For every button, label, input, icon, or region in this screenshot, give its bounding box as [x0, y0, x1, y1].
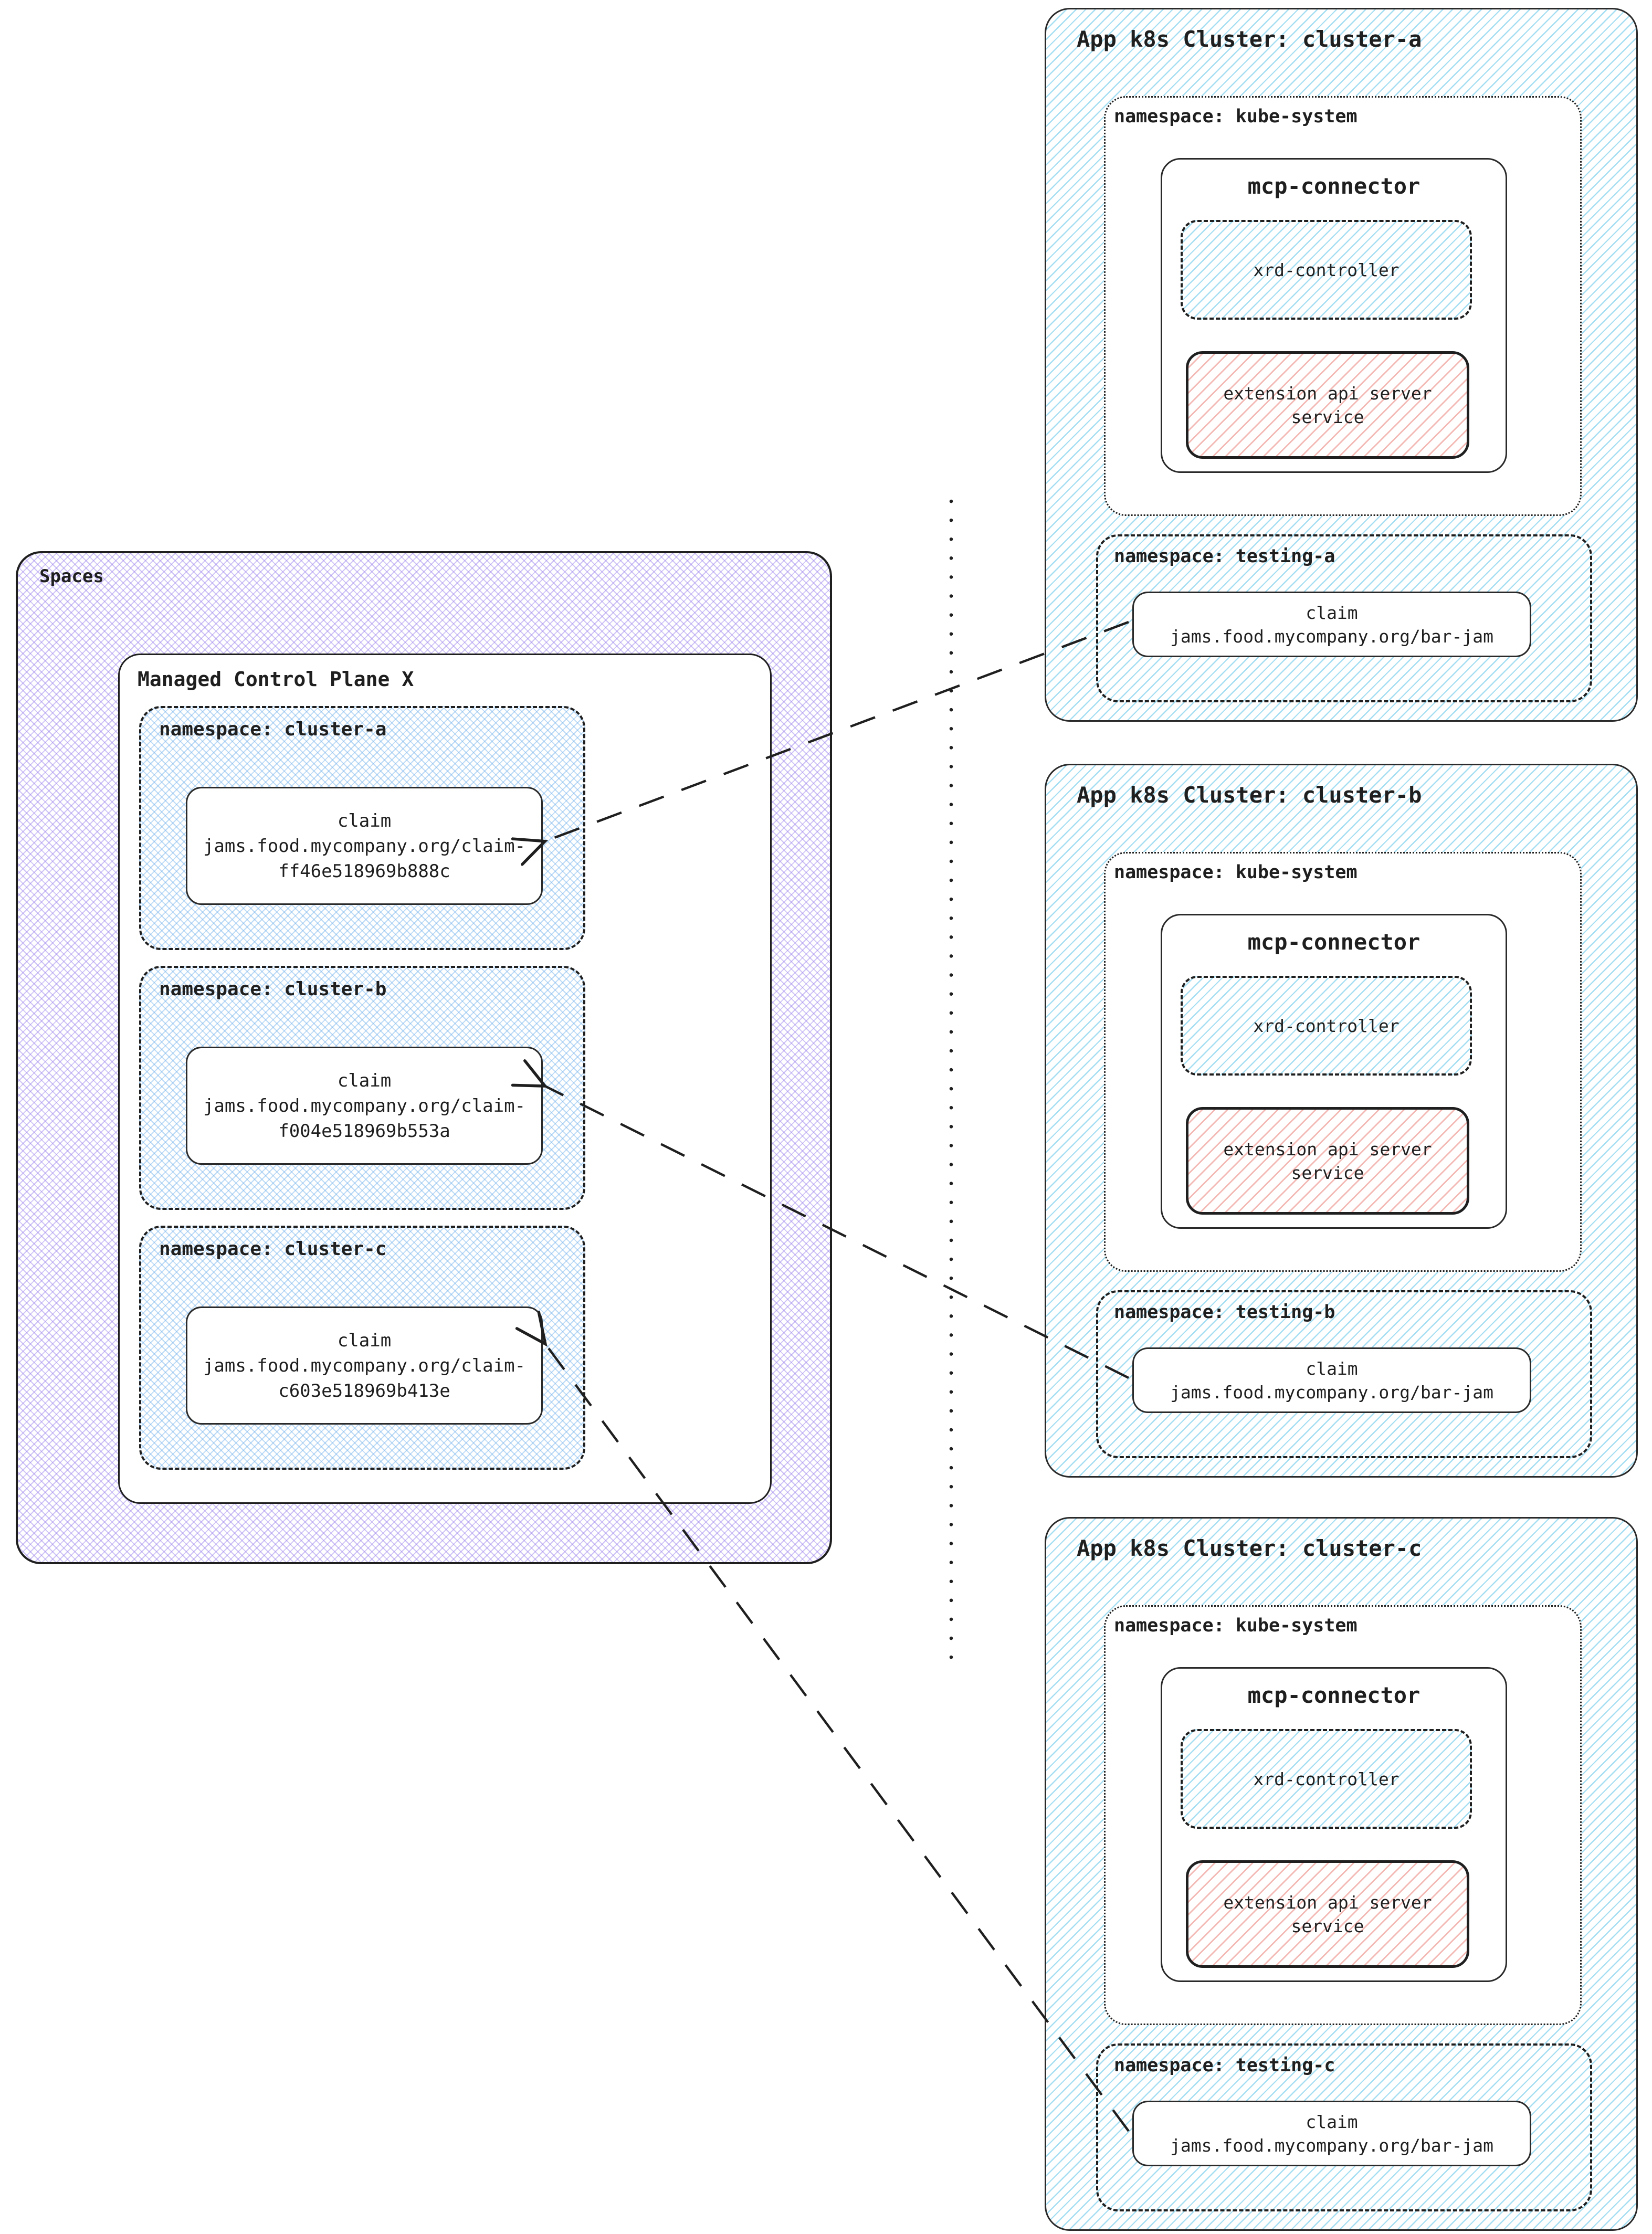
namespace-testing-b-box: namespace: testing-b claim jams.food.myc… — [1096, 1290, 1592, 1458]
claim-cluster-c-box: claim jams.food.mycompany.org/claim-c603… — [186, 1306, 543, 1425]
mcp-connector-box-b: mcp-connector xrd-controller extension a… — [1161, 914, 1507, 1229]
kube-system-label: namespace: kube-system — [1114, 862, 1358, 883]
claim-title: claim — [1306, 1358, 1358, 1379]
claim-name: jams.food.mycompany.org/claim-ff46e51896… — [203, 835, 526, 882]
app-cluster-a-card: App k8s Cluster: cluster-a namespace: ku… — [1045, 8, 1638, 722]
claim-cluster-b-box: claim jams.food.mycompany.org/claim-f004… — [186, 1047, 543, 1165]
extension-api-server-box-c: extension api server service — [1186, 1860, 1469, 1968]
app-cluster-c-title: App k8s Cluster: cluster-c — [1077, 1535, 1422, 1561]
extension-api-server-box-b: extension api server service — [1186, 1107, 1469, 1215]
claim-title: claim — [1306, 2111, 1358, 2132]
claim-bar-jam-c-box: claim jams.food.mycompany.org/bar-jam — [1132, 2101, 1531, 2166]
managed-control-plane-label: Managed Control Plane X — [138, 668, 414, 691]
namespace-testing-c-box: namespace: testing-c claim jams.food.myc… — [1096, 2043, 1592, 2211]
claim-name: jams.food.mycompany.org/claim-f004e51896… — [203, 1095, 526, 1142]
xrd-controller-label: xrd-controller — [1253, 1768, 1400, 1789]
mcp-connector-title: mcp-connector — [1247, 1682, 1420, 1708]
claim-cluster-a-box: claim jams.food.mycompany.org/claim-ff46… — [186, 787, 543, 905]
app-cluster-b-title: App k8s Cluster: cluster-b — [1077, 782, 1422, 808]
claim-title: claim — [1306, 602, 1358, 623]
kube-system-box-a: namespace: kube-system mcp-connector xrd… — [1104, 96, 1582, 516]
claim-title: claim — [337, 810, 392, 831]
extension-api-server-box-a: extension api server service — [1186, 351, 1469, 459]
xrd-controller-box-a: xrd-controller — [1181, 220, 1472, 320]
claim-name: jams.food.mycompany.org/claim-c603e51896… — [203, 1355, 526, 1401]
namespace-cluster-c-label: namespace: cluster-c — [159, 1238, 387, 1260]
namespace-testing-c-label: namespace: testing-c — [1114, 2055, 1335, 2076]
xrd-controller-box-c: xrd-controller — [1181, 1729, 1472, 1829]
kube-system-box-b: namespace: kube-system mcp-connector xrd… — [1104, 852, 1582, 1272]
mcp-connector-title: mcp-connector — [1247, 929, 1420, 955]
xrd-controller-label: xrd-controller — [1253, 1015, 1400, 1036]
kube-system-label: namespace: kube-system — [1114, 1615, 1358, 1636]
mcp-connector-box-a: mcp-connector xrd-controller extension a… — [1161, 158, 1507, 473]
spaces-label: Spaces — [39, 566, 104, 587]
claim-name: jams.food.mycompany.org/bar-jam — [1170, 2135, 1493, 2156]
namespace-cluster-a-label: namespace: cluster-a — [159, 719, 387, 740]
claim-name: jams.food.mycompany.org/bar-jam — [1170, 1382, 1493, 1403]
app-cluster-c-card: App k8s Cluster: cluster-c namespace: ku… — [1045, 1517, 1638, 2231]
namespace-testing-a-label: namespace: testing-a — [1114, 546, 1335, 567]
app-cluster-b-card: App k8s Cluster: cluster-b namespace: ku… — [1045, 764, 1638, 1478]
extension-api-server-label: extension api server service — [1223, 1892, 1432, 1936]
claim-title: claim — [337, 1070, 392, 1091]
claim-name: jams.food.mycompany.org/bar-jam — [1170, 626, 1493, 647]
app-cluster-a-title: App k8s Cluster: cluster-a — [1077, 26, 1422, 52]
extension-api-server-label: extension api server service — [1223, 383, 1432, 427]
mcp-connector-box-c: mcp-connector xrd-controller extension a… — [1161, 1667, 1507, 1982]
namespace-cluster-b-label: namespace: cluster-b — [159, 978, 387, 1000]
mcp-connector-title: mcp-connector — [1247, 173, 1420, 199]
xrd-controller-box-b: xrd-controller — [1181, 976, 1472, 1076]
kube-system-label: namespace: kube-system — [1114, 106, 1358, 127]
claim-bar-jam-a-box: claim jams.food.mycompany.org/bar-jam — [1132, 592, 1531, 657]
claim-bar-jam-b-box: claim jams.food.mycompany.org/bar-jam — [1132, 1347, 1531, 1413]
namespace-cluster-a-box: namespace: cluster-a claim jams.food.myc… — [139, 706, 585, 950]
claim-title: claim — [337, 1330, 392, 1351]
extension-api-server-label: extension api server service — [1223, 1139, 1432, 1183]
kube-system-box-c: namespace: kube-system mcp-connector xrd… — [1104, 1605, 1582, 2025]
namespace-cluster-c-box: namespace: cluster-c claim jams.food.myc… — [139, 1226, 585, 1470]
namespace-testing-a-box: namespace: testing-a claim jams.food.myc… — [1096, 534, 1592, 702]
namespace-cluster-b-box: namespace: cluster-b claim jams.food.myc… — [139, 966, 585, 1210]
xrd-controller-label: xrd-controller — [1253, 259, 1400, 280]
namespace-testing-b-label: namespace: testing-b — [1114, 1302, 1335, 1323]
